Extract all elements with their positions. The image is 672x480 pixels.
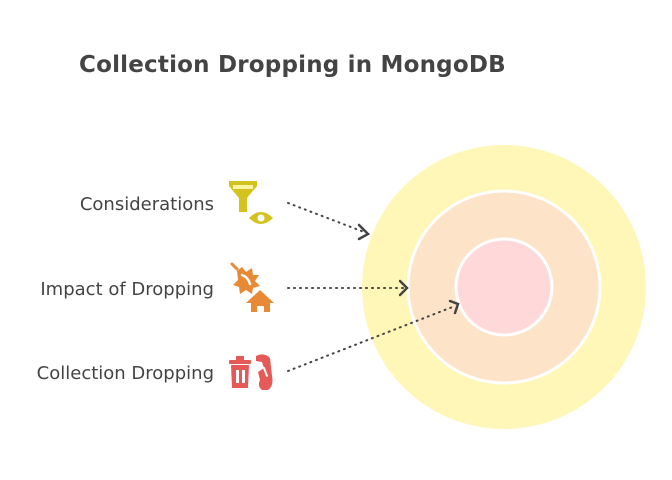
funnel-eye-icon [229,181,273,224]
arrow-considerations-line [287,202,365,233]
explosion-house-icon [230,262,274,312]
label-considerations: Considerations [79,194,214,215]
inner-ring [454,237,554,337]
label-impact-of-dropping: Impact of Dropping [40,279,214,300]
trash-hand-icon [229,354,273,390]
arrow-collection-line [287,305,456,372]
arrow-considerations-head [357,223,371,241]
arrow-collection-head [448,299,460,315]
diagram-title: Collection Dropping in MongoDB [79,52,506,78]
label-collection-dropping: Collection Dropping [36,363,214,384]
arrow-impact-head [398,279,409,297]
